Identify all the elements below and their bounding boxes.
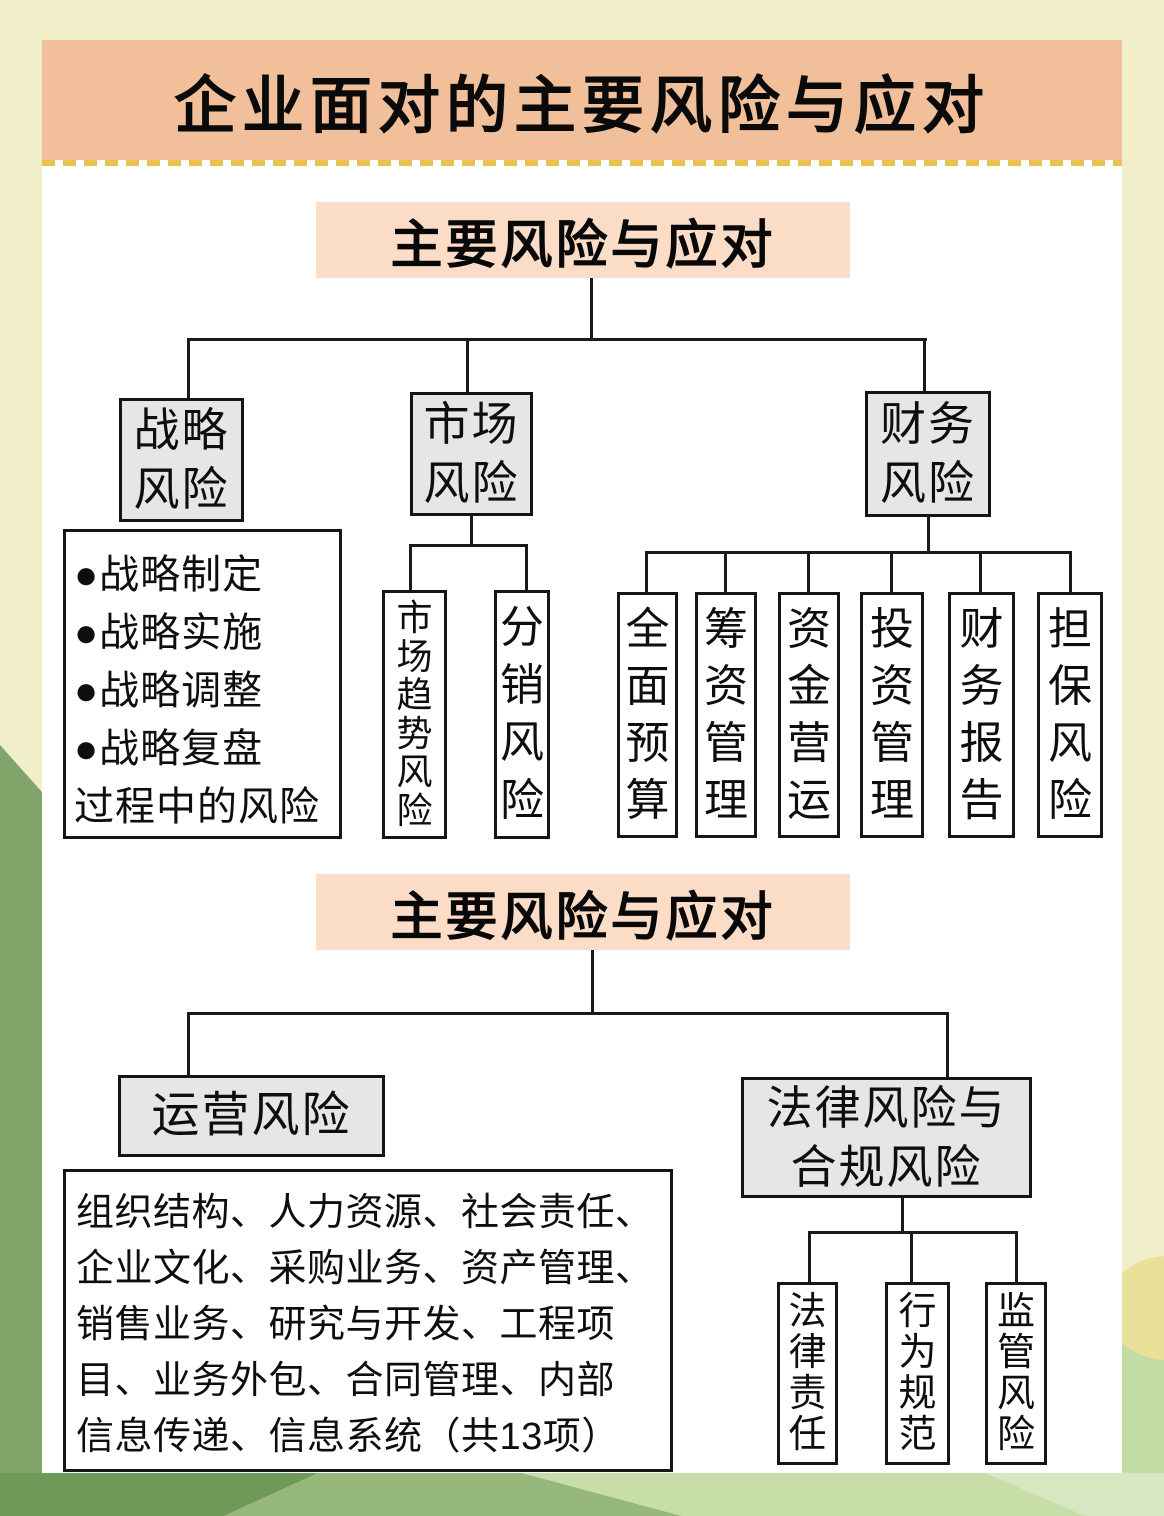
node-label: 市场 [423, 398, 520, 451]
connector-line [946, 1012, 949, 1078]
connector-line [724, 551, 727, 594]
connector-line [979, 551, 982, 594]
node-distribution-risk: 分销风险 [494, 590, 550, 839]
node-market-trend-risk: 市场趋势风险 [382, 590, 447, 839]
bullet-item: ●战略制定 [74, 553, 264, 597]
connector-line [910, 1231, 913, 1283]
bullet-item: ●战略调整 [74, 669, 264, 713]
section1-header: 主要风险与应对 [316, 202, 850, 278]
details-line: 销售业务、研究与开发、工程项 [76, 1303, 616, 1346]
connector-line [901, 1198, 904, 1234]
node-legal-compliance-risk: 法律风险与 合规风险 [741, 1077, 1032, 1198]
connector-line [808, 1231, 1018, 1234]
node-market-risk: 市场 风险 [410, 392, 533, 516]
connector-line [645, 551, 648, 594]
details-line: 组织结构、人力资源、社会责任、 [76, 1191, 654, 1234]
connector-line [470, 516, 473, 547]
node-full-budget: 全面预算 [617, 592, 678, 838]
connector-line [187, 1012, 949, 1015]
page-title: 企业面对的主要风险与应对 [173, 69, 990, 142]
node-finance-risk: 财务 风险 [865, 391, 991, 517]
details-line: 信息传递、信息系统（共13项） [76, 1416, 620, 1459]
connector-line [927, 517, 930, 554]
node-guarantee-risk: 担保风险 [1037, 592, 1103, 838]
connector-line [645, 551, 1072, 554]
connector-line [590, 278, 593, 340]
bullet-item: 过程中的风险 [74, 785, 320, 829]
section2-header: 主要风险与应对 [316, 874, 850, 950]
node-capital-operation: 资金营运 [778, 592, 840, 838]
node-conduct-standards: 行为规范 [885, 1282, 950, 1465]
node-label: 合规风险 [790, 1140, 983, 1193]
connector-line [890, 551, 893, 594]
node-investment-management: 投资管理 [860, 592, 924, 838]
node-strategic-risk: 战略 风险 [119, 398, 244, 522]
details-line: 企业文化、采购业务、资产管理、 [76, 1247, 654, 1290]
connector-line [187, 338, 190, 399]
connector-line [409, 544, 412, 592]
title-banner: 企业面对的主要风险与应对 [42, 40, 1122, 160]
node-label: 风险 [133, 463, 230, 515]
connector-line [1015, 1231, 1018, 1283]
connector-line [591, 950, 594, 1015]
bullet-item: ●战略复盘 [74, 727, 264, 771]
operational-details-box: 组织结构、人力资源、社会责任、 企业文化、采购业务、资产管理、 销售业务、研究与… [63, 1169, 673, 1472]
node-label: 法律风险与 [766, 1081, 1007, 1134]
connector-line [808, 1231, 811, 1283]
node-legal-liability: 法律责任 [777, 1282, 838, 1465]
node-financial-reporting: 财务报告 [948, 592, 1015, 838]
connector-line [187, 1012, 190, 1076]
connector-line [525, 544, 528, 592]
connector-line [466, 338, 469, 394]
node-operational-risk: 运营风险 [118, 1075, 385, 1157]
connector-line [923, 338, 926, 393]
connector-line [807, 551, 810, 594]
node-regulatory-risk: 监管风险 [985, 1282, 1047, 1465]
connector-line [1069, 551, 1072, 594]
node-label: 财务 [880, 398, 976, 451]
connector-line [187, 338, 927, 341]
details-line: 目、业务外包、合同管理、内部 [76, 1360, 616, 1403]
bullet-item: ●战略实施 [74, 611, 264, 655]
node-label: 风险 [880, 457, 976, 509]
node-label: 风险 [423, 457, 520, 509]
banner-dashed-divider [42, 160, 1122, 166]
strategic-details-box: ●战略制定 ●战略实施 ●战略调整 ●战略复盘 过程中的风险 [63, 529, 342, 839]
node-fundraising-management: 筹资管理 [695, 592, 757, 838]
node-label: 战略 [133, 404, 230, 457]
connector-line [409, 544, 528, 547]
